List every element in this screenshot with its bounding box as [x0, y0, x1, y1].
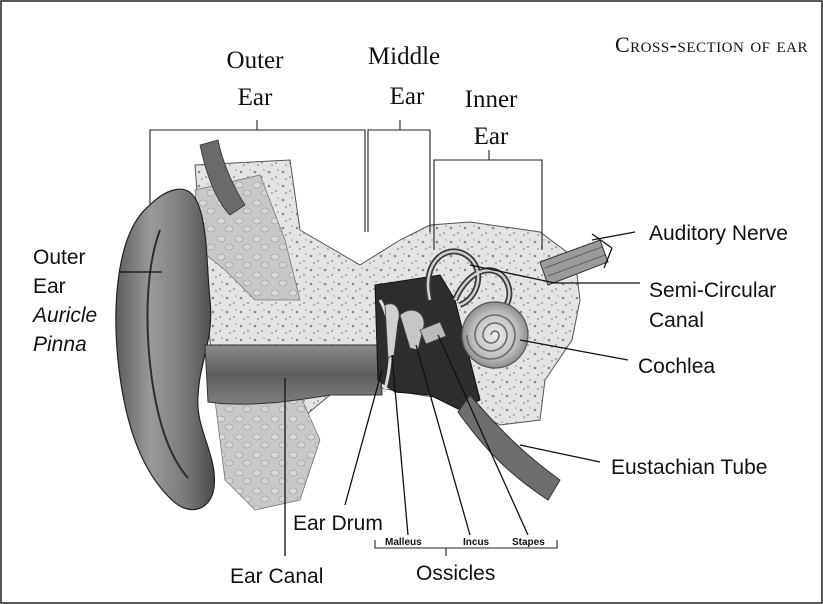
auricle-label: Auricle — [31, 304, 97, 327]
semi-circular-label: Semi-Circular — [649, 279, 776, 302]
middle-ear-heading-1: Middle — [368, 43, 440, 70]
outer-ear-label-2: Ear — [33, 275, 66, 298]
ear-canal-shape — [205, 345, 382, 404]
ear-drum-label: Ear Drum — [293, 512, 383, 535]
diagram-title: Cross-section of ear — [615, 32, 808, 57]
malleus-label: Malleus — [385, 537, 422, 548]
middle-ear-heading-2: Ear — [390, 83, 425, 110]
inner-ear-heading-1: Inner — [465, 86, 518, 113]
eustachian-tube-label: Eustachian Tube — [611, 456, 767, 479]
cochlea-label: Cochlea — [638, 355, 715, 378]
pinna-label: Pinna — [33, 333, 87, 356]
outer-ear-label: Outer — [33, 246, 86, 269]
auditory-nerve-label: Auditory Nerve — [649, 222, 788, 245]
stapes-label: Stapes — [512, 537, 545, 548]
cochlea-shape — [462, 302, 528, 368]
incus-label: Incus — [463, 537, 490, 548]
outer-ear-heading-2: Ear — [238, 84, 273, 111]
outer-ear-heading-1: Outer — [227, 47, 285, 74]
ossicles-label: Ossicles — [416, 562, 495, 585]
ear-canal-label: Ear Canal — [230, 565, 323, 588]
inner-ear-heading-2: Ear — [474, 123, 509, 150]
canal-label: Canal — [649, 309, 704, 332]
